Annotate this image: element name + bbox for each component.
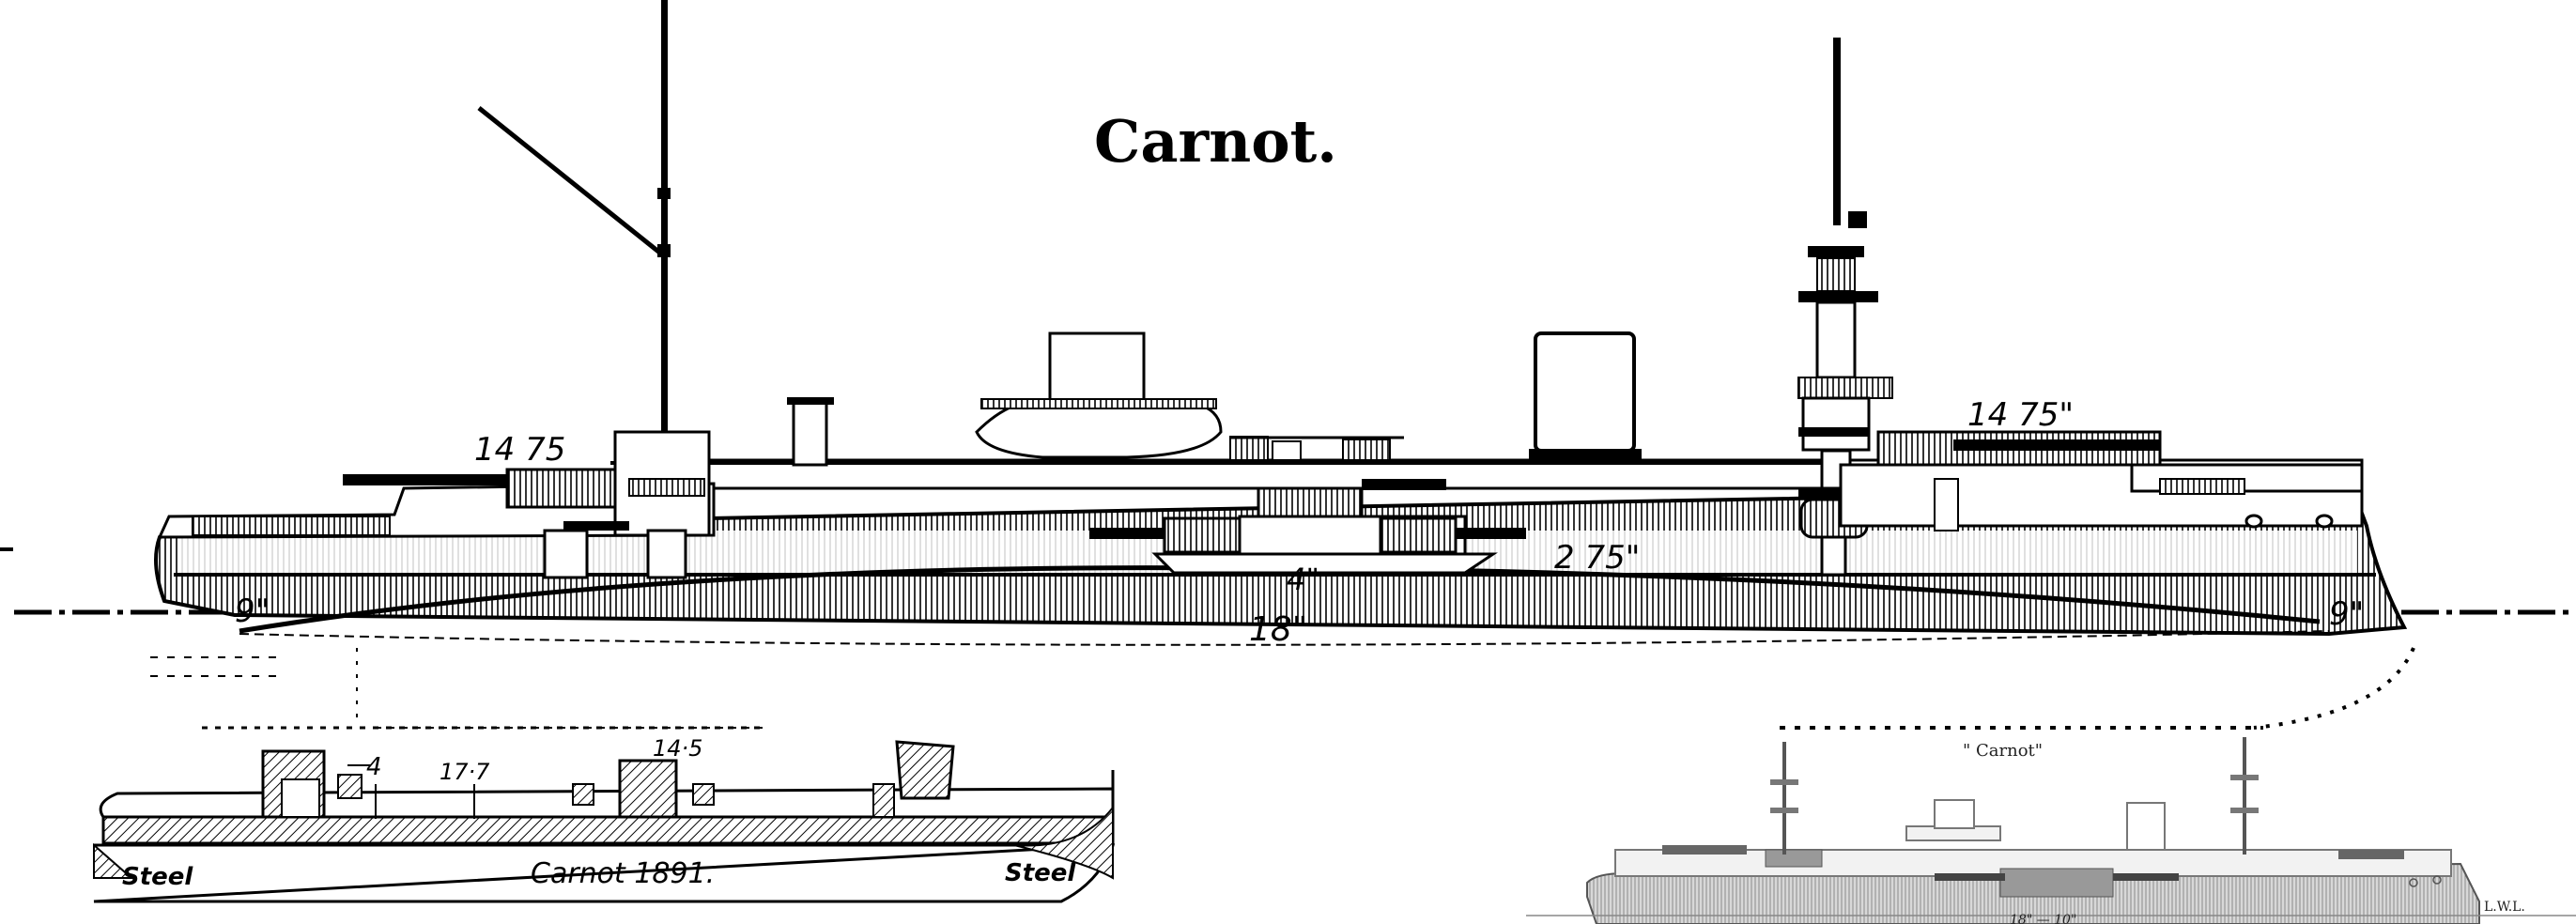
ventilator — [792, 397, 828, 467]
forward-casemates — [192, 516, 391, 536]
label-belt-main: 18" — [1249, 610, 1307, 649]
armor-section: 4 17·7 14·5 Steel Steel Carnot 1891. — [93, 726, 1116, 903]
inset-waterline: L.W.L. — [2484, 900, 2525, 915]
label-belt-upper: 2 75" — [1554, 539, 1640, 577]
funnel — [1534, 331, 1636, 453]
armor-turret-c — [895, 740, 955, 800]
label-belt-stern: 9" — [2329, 595, 2364, 633]
label-belt-bow: 9" — [235, 593, 270, 630]
armor-label-turret-a: 4 — [366, 753, 382, 781]
forward-tower-base — [543, 529, 589, 579]
label-turret-small: 4" — [1287, 562, 1319, 597]
inset-profile: " Carnot" L.W.L. 18" — 10" — [1526, 726, 2576, 924]
armor-turret-b — [618, 759, 678, 819]
forward-gaff — [477, 106, 669, 260]
label-gun-aft: 14 75" — [1967, 396, 2074, 434]
label-gun-forward: 14 75 — [474, 431, 565, 469]
dotted-connector — [2253, 647, 2415, 730]
aft-military-mast — [1797, 38, 1893, 577]
forward-turret — [505, 468, 631, 509]
diagram-title: Carnot. — [1094, 107, 1337, 176]
inset-caption: " Carnot" — [1963, 741, 2043, 761]
inset-belt: 18" — 10" — [2010, 913, 2076, 924]
central-turret — [1089, 479, 1526, 575]
armor-label-turret-b: 14·5 — [653, 735, 702, 762]
boat-stack — [975, 331, 1223, 459]
armor-label-material-right: Steel — [1005, 859, 1076, 887]
armor-deck-band — [101, 815, 1115, 845]
armor-label-material-left: Steel — [122, 863, 193, 891]
armor-label-deck: 17·7 — [440, 759, 490, 785]
forward-gun-barrel — [343, 474, 512, 485]
aft-deckhouse — [1839, 430, 2364, 531]
armor-caption: Carnot 1891. — [531, 857, 715, 890]
forward-mast — [661, 0, 668, 432]
main-profile: 14 75 14 75" 2 75" 4" 18" 9" 9" — [0, 0, 2573, 730]
deck-fittings — [1229, 436, 1404, 461]
